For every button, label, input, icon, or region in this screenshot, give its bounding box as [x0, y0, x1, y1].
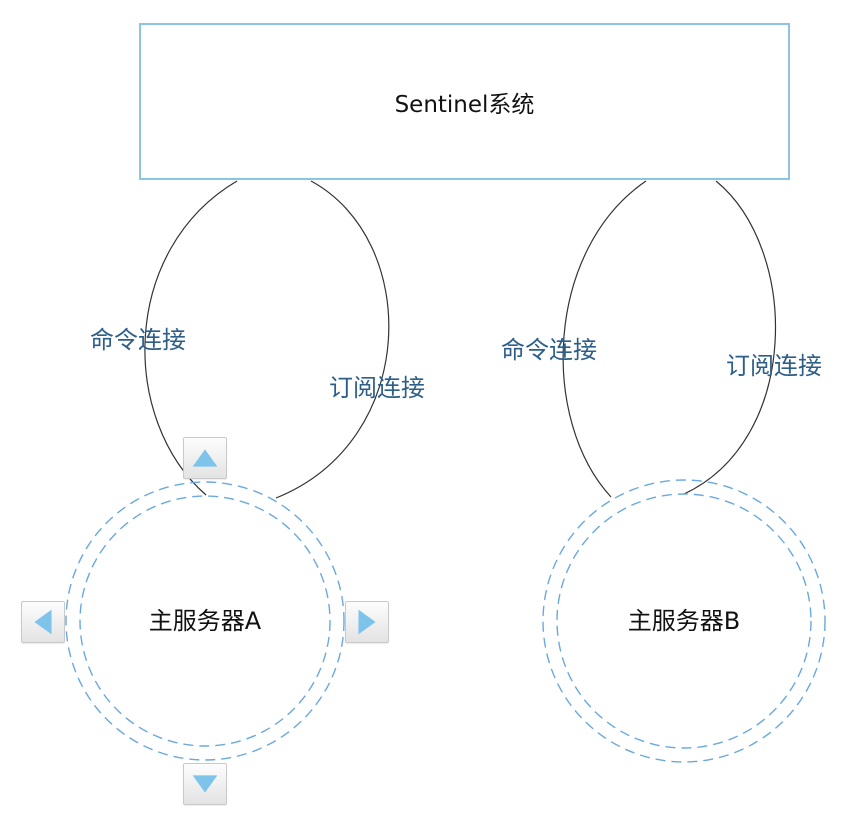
- server-a-label: 主服务器A: [148, 607, 262, 635]
- server-b-label: 主服务器B: [627, 607, 741, 635]
- command-connection-a: [144, 180, 238, 496]
- subscribe-connection-b: [683, 180, 777, 495]
- server-b-inner-ring: [556, 493, 812, 749]
- triangle-left-icon: [34, 609, 52, 635]
- server-a-inner-ring: [79, 495, 331, 747]
- triangle-up-icon: [192, 449, 218, 467]
- handle-left-button[interactable]: [21, 601, 65, 643]
- subscribe-connection-a-label: 订阅连接: [329, 374, 425, 402]
- subscribe-connection-b-label: 订阅连接: [726, 352, 822, 380]
- sentinel-system-box[interactable]: Sentinel系统: [139, 23, 790, 180]
- server-a-outer-ring: [65, 481, 345, 761]
- command-connection-b-label: 命令连接: [501, 336, 597, 364]
- triangle-right-icon: [358, 609, 376, 635]
- command-connection-a-label: 命令连接: [90, 326, 186, 354]
- command-connection-b: [562, 180, 647, 498]
- triangle-down-icon: [192, 775, 218, 793]
- sentinel-system-label: Sentinel系统: [394, 91, 535, 118]
- server-b-outer-ring: [542, 479, 826, 763]
- handle-down-button[interactable]: [183, 763, 227, 805]
- subscribe-connection-a: [275, 180, 390, 499]
- handle-up-button[interactable]: [183, 437, 227, 479]
- handle-right-button[interactable]: [345, 601, 389, 643]
